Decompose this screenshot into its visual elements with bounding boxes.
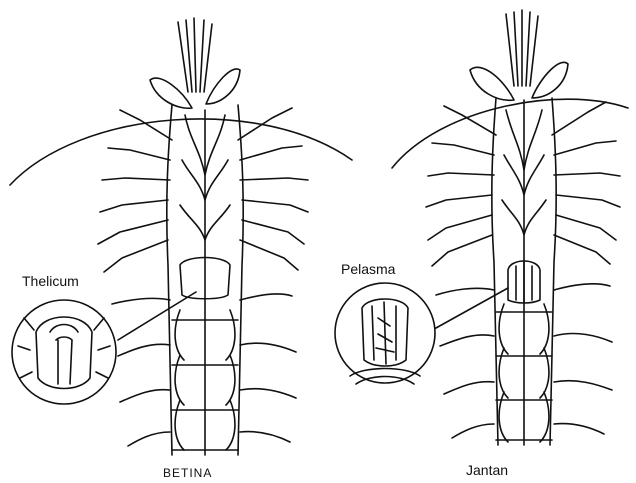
male-pleopod-left-3: [444, 382, 494, 394]
male-pleopod-right-2: [554, 334, 612, 342]
male-shrimp-ventral: [335, 10, 628, 445]
male-leg-right-5: [556, 215, 616, 240]
male-leg-right-6: [554, 235, 610, 264]
female-leg-right-1: [238, 108, 292, 140]
male-pleopod-left-1: [436, 288, 494, 295]
female-leg-left-4: [100, 200, 168, 212]
male-leg-left-5: [428, 215, 492, 240]
male-caption: Jantan: [466, 462, 508, 478]
male-leg-right-1: [552, 102, 606, 135]
male-leg-right-3: [554, 173, 620, 176]
female-leg-left-6: [104, 240, 168, 272]
female-pleopod-right-3: [240, 389, 296, 398]
female-leg-right-5: [242, 220, 304, 244]
male-antennal-scale-right: [532, 62, 568, 98]
male-pleopod-right-4: [554, 424, 604, 434]
female-pleopod-left-1: [112, 298, 170, 304]
female-leg-left-1: [120, 110, 172, 140]
female-antennal-scale-left: [150, 78, 192, 108]
male-pleopod-right-1: [554, 284, 610, 290]
thelicum-inset-appendages: [18, 318, 110, 378]
petasma-inset-detail: [362, 299, 408, 366]
female-leg-right-3: [240, 178, 308, 180]
thelicum-label: Thelicum: [22, 273, 79, 289]
female-leg-left-3: [102, 178, 170, 180]
female-caption: BETINA: [163, 466, 212, 480]
male-leg-left-4: [426, 195, 492, 207]
female-carapace-edge: [10, 119, 352, 185]
female-antennal-scale-right: [206, 69, 240, 104]
female-pleopod-left-2: [118, 344, 170, 356]
female-antenna: [178, 18, 212, 92]
petasma-label: Pelasma: [341, 261, 395, 277]
male-leg-right-4: [556, 195, 620, 207]
female-leg-right-4: [242, 200, 308, 212]
female-shrimp-ventral: [10, 18, 352, 455]
female-leg-left-2: [108, 148, 170, 160]
female-pleopod-right-2: [240, 343, 296, 352]
male-leg-left-2: [432, 143, 494, 155]
female-pleopod-right-1: [240, 294, 292, 300]
female-pleopod-right-4: [240, 432, 290, 442]
male-leg-right-2: [554, 141, 616, 155]
male-leg-left-6: [432, 235, 492, 266]
thelicum-inset-detail: [36, 317, 92, 389]
female-leg-right-6: [240, 240, 298, 270]
male-pleopod-right-3: [554, 381, 612, 390]
male-antenna: [506, 10, 538, 86]
female-leg-right-2: [240, 146, 302, 160]
male-leg-left-3: [428, 173, 494, 176]
male-antennal-scale-left: [470, 67, 514, 100]
male-pleopod-left-2: [440, 335, 494, 346]
male-petasma-region: [508, 261, 540, 303]
male-pleopod-left-4: [452, 424, 494, 438]
male-petasma-pointer: [436, 288, 508, 328]
female-pleopod-left-3: [120, 390, 170, 402]
female-pleopod-left-4: [128, 432, 170, 446]
female-leg-left-5: [98, 220, 168, 244]
